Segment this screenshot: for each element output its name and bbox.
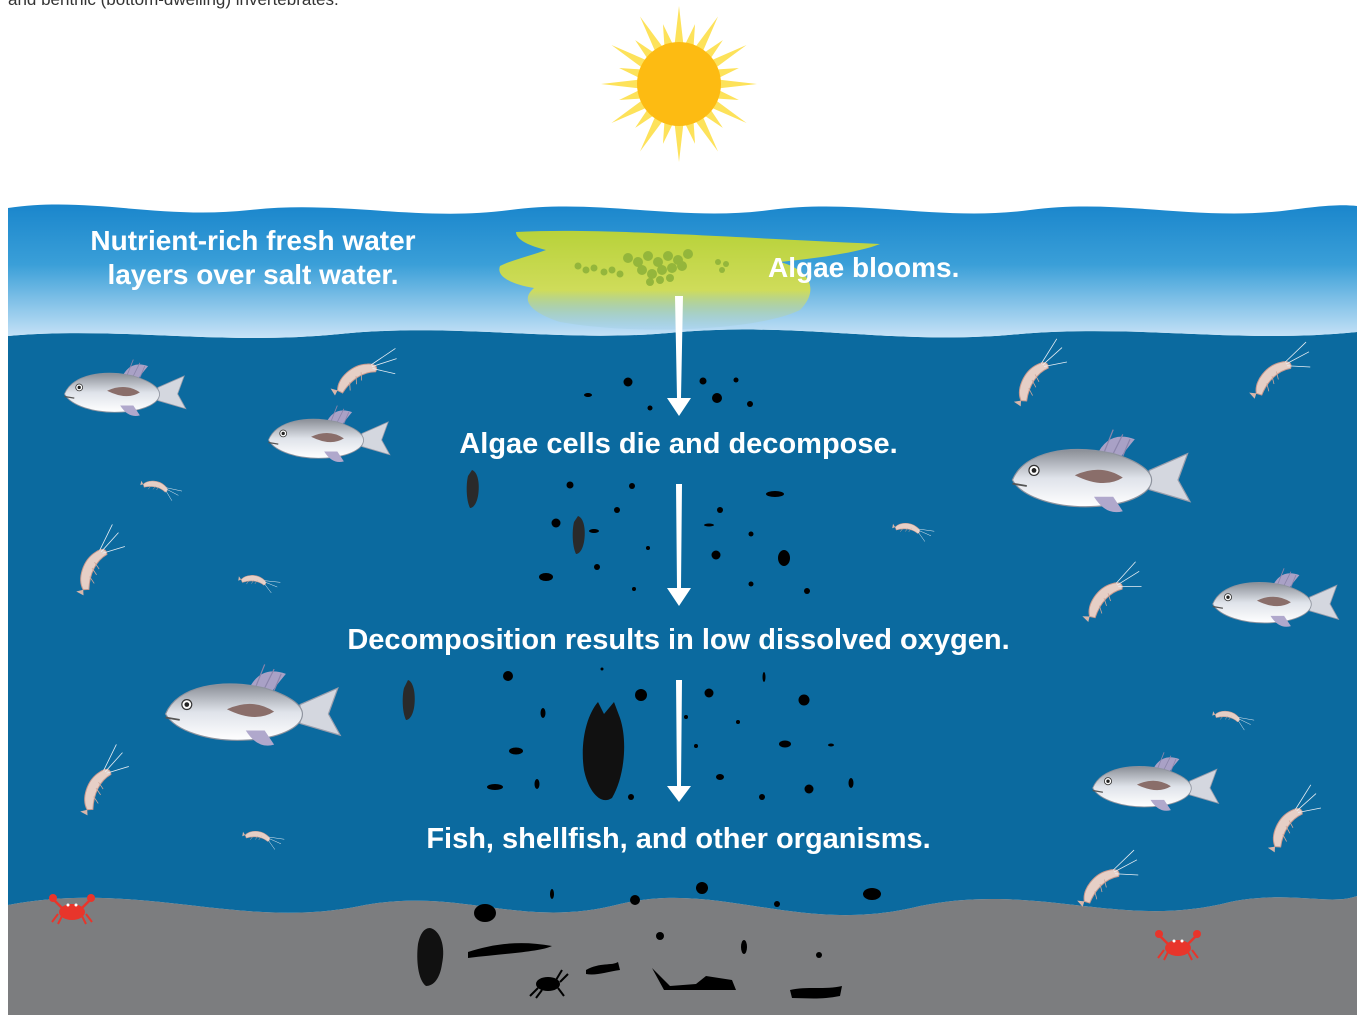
sun-ray	[601, 79, 640, 89]
dead-fish-icon	[466, 470, 479, 508]
sun-ray	[611, 100, 647, 123]
sun-ray	[704, 109, 723, 128]
sun-ray	[716, 90, 739, 101]
sun-ray	[662, 24, 673, 47]
sun-ray	[716, 67, 739, 78]
sun-ray	[695, 16, 718, 52]
sun-ray	[685, 121, 696, 144]
step-3-label: Fish, shellfish, and other organisms.	[426, 823, 931, 855]
sun-ray	[611, 45, 647, 68]
step-1-label: Algae cells die and decompose.	[459, 428, 898, 460]
sun-ray	[674, 123, 684, 162]
sun-ray	[695, 116, 718, 152]
sun-ray	[635, 40, 654, 59]
sun-icon	[601, 6, 757, 162]
sun-ray	[704, 40, 723, 59]
sun-ray	[619, 90, 642, 101]
dead-fish-icon	[582, 702, 625, 801]
arrow-down-icon	[667, 484, 691, 606]
arrow-down-icon	[667, 296, 691, 416]
seafloor	[8, 896, 1357, 1015]
sun-ray	[640, 116, 663, 152]
algae-blooms-label: Algae blooms.	[768, 252, 960, 283]
sun-ray	[685, 24, 696, 47]
dead-fish-icon	[572, 516, 585, 554]
algae-bloom	[499, 230, 880, 330]
crab-icon	[529, 969, 569, 999]
fresh-water-label-text: Nutrient-rich fresh water layers over sa…	[90, 225, 416, 290]
sun-ray	[640, 16, 663, 52]
sun-ray	[662, 121, 673, 144]
sun-ray	[718, 79, 757, 89]
fresh-water-label: Nutrient-rich fresh water layers over sa…	[20, 224, 486, 291]
dead-fish-icon	[402, 680, 415, 720]
sun-ray	[674, 6, 684, 45]
arrow-down-icon	[667, 680, 691, 802]
sun-ray	[635, 109, 654, 128]
decomposing-debris	[468, 377, 881, 999]
step-2-label: Decomposition results in low dissolved o…	[347, 624, 1010, 656]
sun-ray	[711, 45, 747, 68]
intro-text: and benthic (bottom-dwelling) invertebra…	[8, 0, 339, 10]
sun-ray	[711, 100, 747, 123]
dead-fish-icon	[417, 928, 444, 986]
sun-ray	[619, 67, 642, 78]
